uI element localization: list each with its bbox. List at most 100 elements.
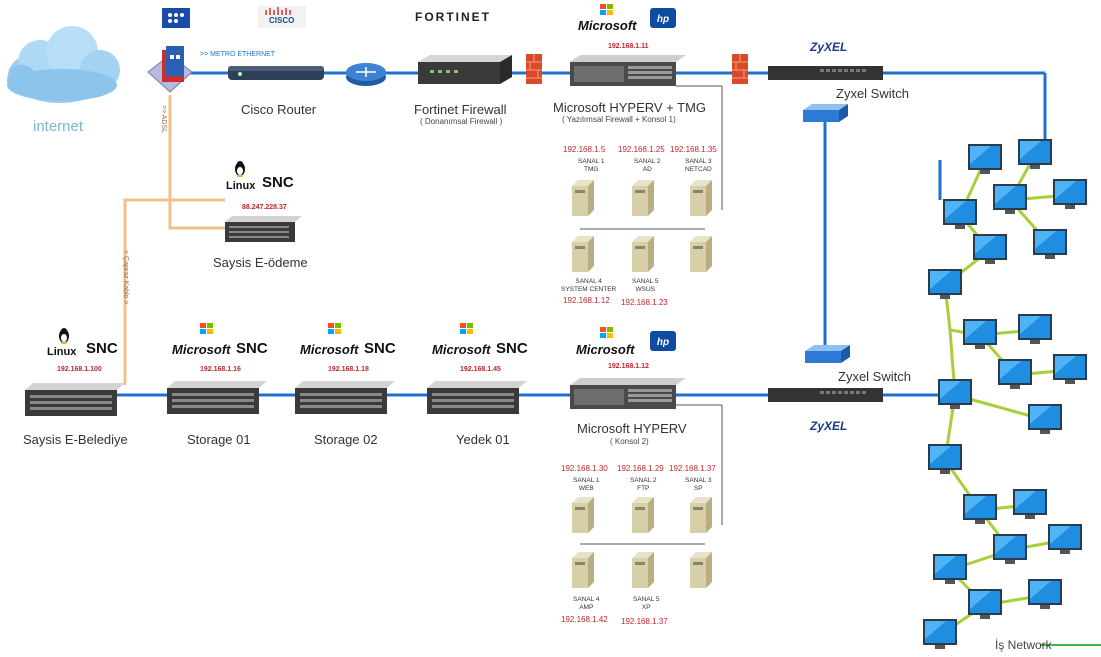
hyperv2-label: Microsoft HYPERV <box>577 421 687 436</box>
vm-tower-icons-top <box>572 180 712 272</box>
odeme-ip: 88.247.228.37 <box>242 204 287 211</box>
sanal-bottom-5-label: SANAL 5 <box>633 596 660 603</box>
storage1-ip: 192.168.1.16 <box>200 366 241 373</box>
sanal-bottom-5-ip: 192.168.1.37 <box>621 617 668 626</box>
blue-switch-icon-top <box>803 104 848 122</box>
yedek-label: Yedek 01 <box>456 432 510 447</box>
fortinet-logo: FORTINET <box>415 10 491 24</box>
belediye-label: Saysis E-Belediye <box>23 432 128 447</box>
workstation-monitor-icon <box>923 619 957 649</box>
snc-logo-odeme: SNC <box>262 174 294 191</box>
sanal-top-1-label: SANAL 1 <box>578 158 605 165</box>
workstation-monitor-icon <box>1033 229 1067 259</box>
sanal-top-4-ip: 192.168.1.12 <box>563 296 610 305</box>
vm-group-lines-bottom <box>580 404 723 545</box>
metro-ethernet-label: >> METRO ETHERNET <box>200 51 276 58</box>
workstation-monitor-icon <box>928 269 962 299</box>
workstation-monitor-icon <box>1028 404 1062 434</box>
svg-text:hp: hp <box>657 14 669 25</box>
workstation-monitor-icon <box>963 494 997 524</box>
brick-firewall-icon-2 <box>732 54 748 84</box>
workstation-monitor-icon <box>928 444 962 474</box>
vm-tower-icons-bottom <box>572 497 712 588</box>
sanal-top-5-ip: 192.168.1.23 <box>621 298 668 307</box>
sanal-top-5-label: SANAL 5 <box>632 278 659 285</box>
zyxel-switch2-icon <box>768 388 883 402</box>
sanal-top-3-label: SANAL 3 <box>685 158 712 165</box>
svg-text:hp: hp <box>657 337 669 348</box>
adsl-label: >> ADSL <box>160 105 167 134</box>
workstation-monitor-icon <box>1048 524 1082 554</box>
linux-penguin-icons <box>59 161 245 344</box>
vm-group-lines-top <box>580 85 723 230</box>
snc-logo-belediye: SNC <box>86 340 118 357</box>
sanal-bottom-2-label: SANAL 2 <box>630 477 657 484</box>
sanal-top-5-name: WSUS <box>635 286 656 293</box>
hyperv1-ip: 192.168.1.11 <box>608 43 649 50</box>
cisco-logo <box>258 6 306 28</box>
workstation-monitor-icon <box>998 359 1032 389</box>
fortinet-firewall-label: Fortinet Firewall <box>414 102 507 117</box>
sanal-bottom-5-name: XP <box>641 604 651 611</box>
hyperv2-server-icon <box>570 378 686 409</box>
workstation-monitor-icon <box>933 554 967 584</box>
workstation-monitor-icon <box>993 184 1027 214</box>
orange-links <box>123 95 225 385</box>
snc-logo-storage1: SNC <box>236 340 268 357</box>
brick-firewall-icon <box>526 54 542 84</box>
zyxel-switch1-label: Zyxel Switch <box>836 86 909 101</box>
is-network-label: İş Network <box>995 638 1052 652</box>
sanal-top-ip2: 192.168.1.25 <box>618 145 665 154</box>
workstation-monitor-icon <box>968 144 1002 174</box>
sanal-bottom-3-name: SP <box>693 485 703 492</box>
hyperv1-label: Microsoft HYPERV + TMG <box>553 100 707 115</box>
sanal-bottom-4-label: SANAL 4 <box>573 596 600 603</box>
workstation-monitor-icon <box>1053 179 1087 209</box>
workstation-monitor-icon <box>1018 314 1052 344</box>
microsoft-logo-bottom: Microsoft <box>576 342 635 357</box>
hyperv1-sub: ( Yazılımsal Firewall + Konsol 1) <box>562 115 676 124</box>
belediye-ip: 192.168.1.100 <box>57 366 102 373</box>
zyxel-logo-top: ZyXEL <box>810 40 848 54</box>
workstation-monitor-icon <box>1028 579 1062 609</box>
cisco-logo-text: CISCO <box>269 16 295 25</box>
microsoft-logo-storage2: Microsoft <box>300 342 359 357</box>
zyxel-switch2-label: Zyxel Switch <box>838 369 911 384</box>
sanal-bottom-3-label: SANAL 3 <box>685 477 712 484</box>
cisco-router-label: Cisco Router <box>241 102 317 117</box>
workstation-monitor-icon <box>993 534 1027 564</box>
hyperv1-server-icon <box>570 55 686 86</box>
microsoft-logo-yedek: Microsoft <box>432 342 491 357</box>
cisco-router-icon <box>228 66 324 80</box>
zyxel-switch1-icon <box>768 66 883 80</box>
sanal-bottom-2-name: FTP <box>637 485 650 492</box>
workstation-monitor-icon <box>963 319 997 349</box>
storage01-server-icon <box>167 381 267 414</box>
small-logo-1 <box>162 8 190 28</box>
workstation-monitor-icon <box>938 379 972 409</box>
workstation-monitor-icon <box>1053 354 1087 384</box>
sanal-top-ip1: 192.168.1.5 <box>563 145 606 154</box>
workstation-monitor-icon <box>1018 139 1052 169</box>
sanal-bottom-ip3: 192.168.1.37 <box>669 464 716 473</box>
microsoft-logo-top: Microsoft <box>578 18 637 33</box>
fortinet-firewall-icon <box>418 55 512 84</box>
sanal-bottom-ip2: 192.168.1.29 <box>617 464 664 473</box>
metro-ethernet-router-icon <box>147 46 193 93</box>
linux-logo-belediye: Linux <box>47 346 77 358</box>
workstation-monitor-icon <box>1013 489 1047 519</box>
snc-logo-storage2: SNC <box>364 340 396 357</box>
linux-logo-odeme: Linux <box>226 180 256 192</box>
sanal-top-1-name: TMG <box>584 166 599 173</box>
sanal-bottom-ip1: 192.168.1.30 <box>561 464 608 473</box>
internet-label: internet <box>33 118 84 135</box>
